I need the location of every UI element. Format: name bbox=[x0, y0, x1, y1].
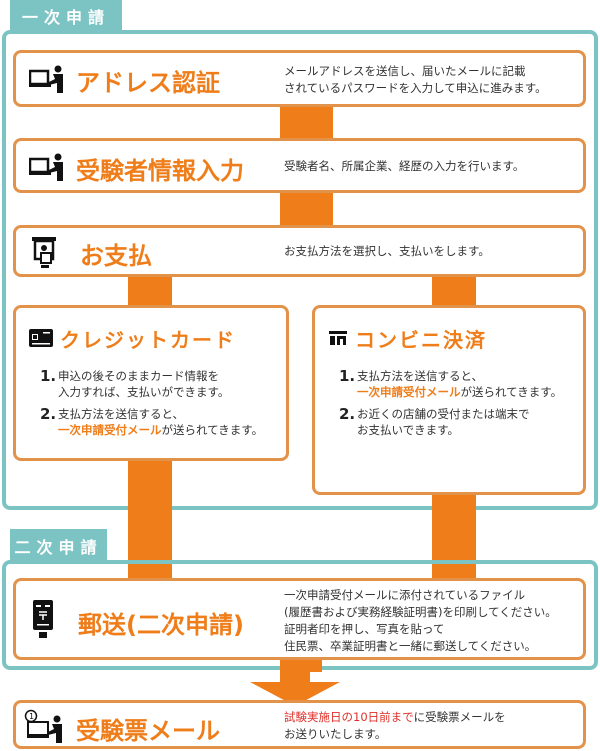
person-at-computer-icon bbox=[28, 151, 66, 183]
postbox-icon bbox=[30, 599, 56, 641]
connector-bar-right bbox=[432, 564, 476, 580]
connector-bar-left bbox=[128, 276, 172, 307]
step-description: メールアドレスを送信し、届いたメールに記載 されているパスワードを入力して申込に… bbox=[284, 64, 547, 95]
phase1-tab-label: 一次申請 bbox=[21, 8, 110, 27]
payment-option-credit-card: クレジットカード 1. 申込の後そのままカード情報を 入力すれば、支払いができま… bbox=[13, 305, 289, 461]
list-item: 2. 支払方法を送信すると、 一次申請受付メールが送られてきます。 bbox=[40, 405, 264, 437]
convenience-store-icon bbox=[327, 328, 349, 348]
down-arrow-icon bbox=[250, 670, 340, 706]
connector-bar bbox=[280, 192, 333, 227]
list-item: 2. お近くの店舗の受付または端末で お支払いできます。 bbox=[339, 405, 530, 437]
highlight-text: 一次申請受付メール bbox=[58, 423, 162, 437]
step-title: 郵送(二次申請) bbox=[78, 611, 244, 639]
step-title: 受験者情報入力 bbox=[76, 157, 244, 185]
highlight-text: 一次申請受付メール bbox=[357, 385, 461, 399]
list-item: 1. 支払方法を送信すると、 一次申請受付メールが送られてきます。 bbox=[339, 367, 563, 399]
step-mail-submission: 郵送(二次申請) 一次申請受付メールに添付されているファイル (履歴書および実務… bbox=[13, 578, 586, 660]
atm-payment-icon bbox=[30, 236, 58, 270]
step-description: 受験者名、所属企業、経歴の入力を行います。 bbox=[284, 159, 525, 173]
step-candidate-info: 受験者情報入力 受験者名、所属企業、経歴の入力を行います。 bbox=[13, 138, 586, 193]
step-description: 一次申請受付メールに添付されているファイル (履歴書および実務経験証明書)を印刷… bbox=[284, 588, 557, 653]
option-title: クレジットカード bbox=[60, 328, 236, 352]
step-title: お支払 bbox=[80, 242, 152, 270]
deadline-highlight: 試験実施日の10日前まで bbox=[284, 710, 414, 724]
person-at-computer-icon bbox=[28, 63, 66, 95]
credit-card-icon bbox=[28, 328, 54, 348]
person-at-computer-notification-icon: 1 bbox=[24, 708, 64, 744]
step-exam-ticket-mail: 1 受験票メール 試験実施日の10日前までに受験票メールを お送りいたします。 bbox=[13, 700, 586, 749]
step-payment: お支払 お支払方法を選択し、支払いをします。 bbox=[13, 225, 586, 277]
step-description: お支払方法を選択し、支払いをします。 bbox=[284, 244, 490, 258]
option-title: コンビニ決済 bbox=[355, 328, 487, 352]
connector-bar bbox=[280, 106, 333, 140]
step-description: 試験実施日の10日前までに受験票メールを お送りいたします。 bbox=[284, 710, 506, 741]
list-item: 1. 申込の後そのままカード情報を 入力すれば、支払いができます。 bbox=[40, 367, 230, 399]
step-title: アドレス認証 bbox=[76, 69, 220, 97]
step-title: 受験票メール bbox=[76, 717, 220, 745]
phase1-tab: 一次申請 bbox=[10, 0, 122, 32]
option-steps: 1. 支払方法を送信すると、 一次申請受付メールが送られてきます。 2. お近く… bbox=[339, 368, 562, 444]
connector-bar-left bbox=[128, 564, 172, 580]
connector-bar bbox=[280, 658, 322, 672]
step-address-verification: アドレス認証 メールアドレスを送信し、届いたメールに記載 されているパスワードを… bbox=[13, 50, 586, 107]
phase2-tab-label: 二次申請 bbox=[14, 537, 103, 557]
connector-bar-right bbox=[432, 276, 476, 307]
svg-text:1: 1 bbox=[29, 712, 34, 721]
payment-option-convenience-store: コンビニ決済 1. 支払方法を送信すると、 一次申請受付メールが送られてきます。… bbox=[312, 305, 586, 495]
phase2-tab: 二次申請 bbox=[10, 529, 107, 562]
option-steps: 1. 申込の後そのままカード情報を 入力すれば、支払いができます。 2. 支払方… bbox=[40, 368, 263, 444]
